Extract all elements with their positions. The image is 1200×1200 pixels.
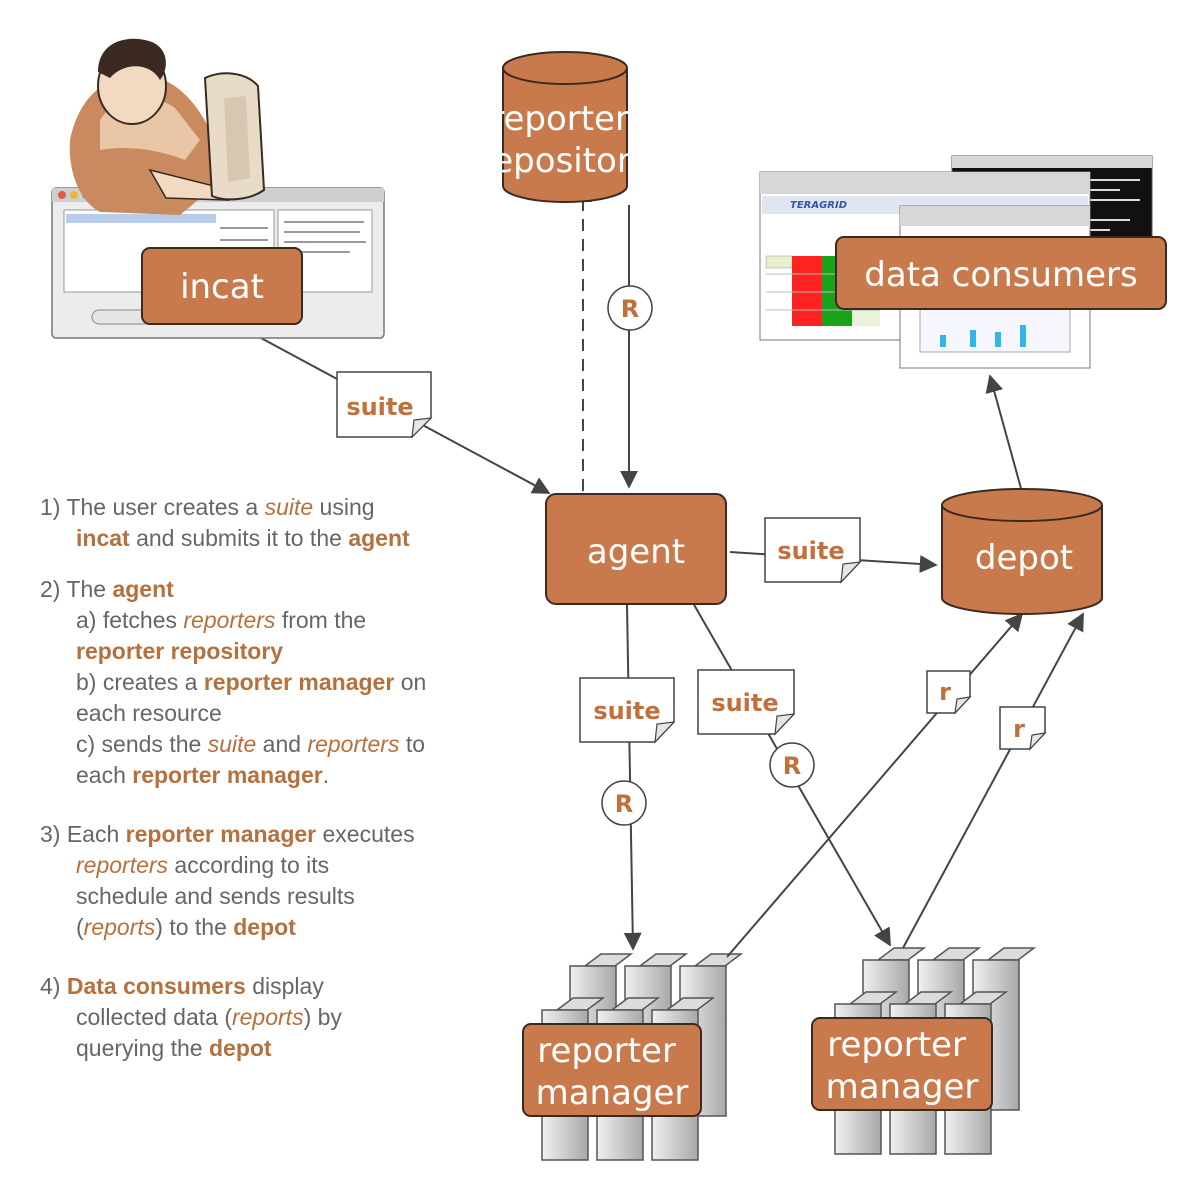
reporter-manager-right-node: reporter manager: [811, 1017, 993, 1111]
arrow-agent-manager-left: [623, 604, 642, 951]
svg-text:R: R: [783, 752, 801, 780]
suite-document-incat: suite: [336, 371, 433, 439]
suite-document-right: suite: [697, 669, 796, 736]
data-consumers-label: data consumers: [864, 255, 1137, 295]
suite-document-right-label: suite: [711, 689, 778, 717]
depot-label: depot: [975, 538, 1073, 578]
reporter-badge-repository: R: [607, 285, 653, 331]
report-document-left: r: [926, 670, 972, 715]
reporter-repository-label: reporter repository: [479, 99, 651, 181]
step-3: 3) Each reporter manager executes report…: [40, 821, 415, 940]
report-document-right-label: r: [1013, 715, 1025, 743]
data-consumers-node: data consumers: [835, 236, 1167, 310]
suite-document-incat-label: suite: [346, 393, 413, 421]
steps-list: 1) The user creates a suite using incat …: [40, 492, 510, 1084]
arrow-manager-right-depot: [902, 612, 1084, 949]
incat-node: incat: [141, 247, 303, 325]
step-2: 2) The agent a) fetches reporters from t…: [40, 576, 427, 788]
incat-label: incat: [180, 267, 264, 307]
agent-label: agent: [587, 532, 685, 572]
arrow-manager-left-depot: [726, 612, 1024, 958]
agent-node: agent: [545, 493, 727, 605]
depot-node: depot: [941, 488, 1103, 615]
svg-text:R: R: [615, 790, 633, 818]
suite-document-left-label: suite: [593, 697, 660, 725]
step-1: 1) The user creates a suite using incat …: [40, 494, 410, 551]
reporter-badge-left: R: [601, 780, 647, 826]
report-document-right: r: [999, 706, 1047, 751]
step-4: 4) Data consumers display collected data…: [40, 973, 342, 1061]
report-document-left-label: r: [939, 678, 951, 706]
arrow-depot-consumers: [985, 374, 1023, 493]
report-connections: [726, 612, 1084, 958]
suite-document-left: suite: [579, 677, 676, 744]
suite-document-depot-label: suite: [777, 537, 844, 565]
suite-document-depot: suite: [764, 517, 862, 584]
reporter-manager-left-label: reporter manager: [536, 1031, 689, 1113]
reporter-repository-node: reporter repository: [479, 51, 651, 203]
reporter-badge-right: R: [769, 742, 815, 788]
svg-text:R: R: [621, 295, 639, 323]
reporter-manager-right-label: reporter manager: [826, 1025, 979, 1107]
reporter-manager-left-node: reporter manager: [522, 1023, 702, 1117]
svg-text:TERAGRID: TERAGRID: [790, 200, 847, 211]
